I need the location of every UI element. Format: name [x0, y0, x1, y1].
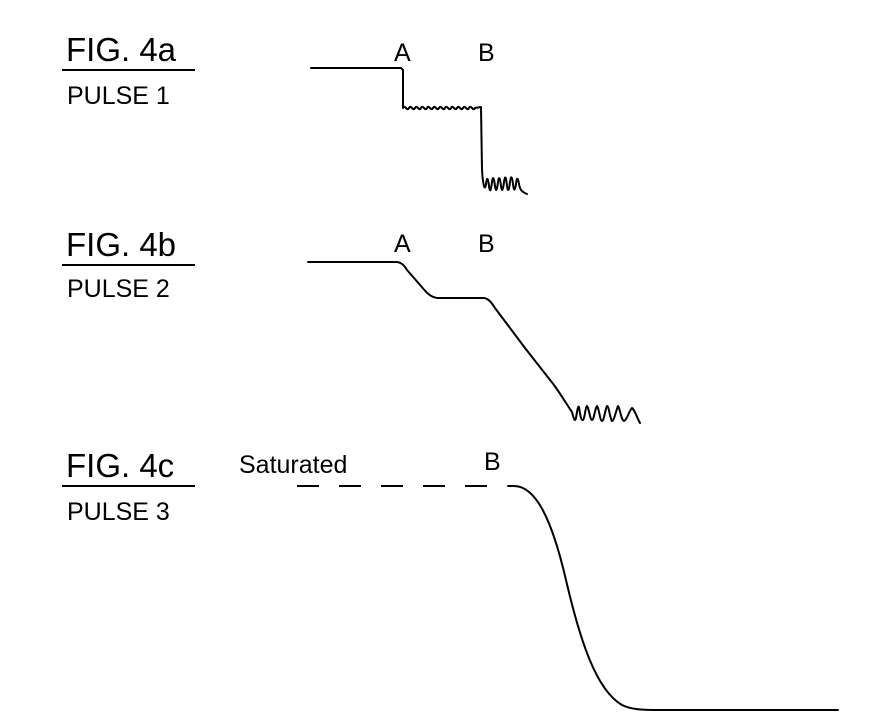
figure-4b-marker-a: A: [394, 230, 411, 258]
figure-4c-signal-trace: [507, 485, 839, 711]
figure-4b-title: FIG. 4b: [66, 226, 176, 263]
figure-4c-title: FIG. 4c: [66, 447, 174, 484]
figure-4b-marker-b: B: [478, 230, 495, 258]
figure-4a: FIG. 4a PULSE 1 A B: [62, 31, 528, 195]
figure-4c-pulse-label: PULSE 3: [67, 498, 170, 526]
figure-4c-saturated-label: Saturated: [239, 451, 347, 479]
figure-4c: FIG. 4c PULSE 3 Saturated B: [62, 447, 839, 711]
figure-4a-pulse-label: PULSE 1: [67, 82, 170, 110]
figure-4a-marker-b: B: [478, 39, 495, 67]
figure-4a-title: FIG. 4a: [66, 31, 177, 68]
figure-4b-signal-trace: [307, 261, 641, 424]
figure-4a-marker-a: A: [394, 39, 411, 67]
figure-4a-signal-trace: [310, 67, 528, 195]
figure-4b: FIG. 4b PULSE 2 A B: [62, 226, 641, 424]
figure-4c-marker-b: B: [484, 448, 501, 476]
figure-4b-pulse-label: PULSE 2: [67, 275, 170, 303]
